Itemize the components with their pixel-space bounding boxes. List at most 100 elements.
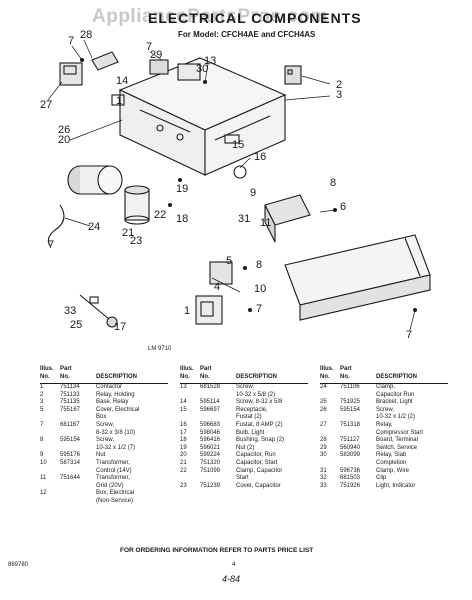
illus-number: 10	[40, 459, 47, 466]
part-number: 595114	[200, 399, 220, 406]
part-description: Receptacle,	[236, 406, 268, 413]
part-description: 10-32 x 1/2 (2)	[376, 414, 416, 421]
illus-number: 1	[40, 384, 44, 390]
part-number: 595154	[340, 406, 361, 413]
callout-label: 24	[88, 221, 100, 233]
electrical-box-cover	[284, 234, 431, 321]
part-number: 751127	[340, 437, 360, 444]
callout-label: 15	[232, 139, 244, 151]
illus-number: 7	[40, 421, 44, 428]
illus-number: 13	[180, 384, 187, 390]
illus-number: 9	[40, 452, 44, 459]
part-number: 751320	[200, 459, 221, 466]
callout-label: 7	[48, 239, 54, 251]
callout-label: 18	[176, 213, 188, 225]
part-description: Transformer,	[96, 459, 130, 466]
illus-number: 33	[320, 482, 327, 489]
illus-number: 20	[180, 452, 187, 459]
callout-label: 7	[68, 35, 74, 47]
part-number: 595154	[60, 437, 81, 444]
illus-number: 16	[180, 421, 187, 428]
parts-row: Start	[180, 475, 308, 483]
part-description: Start	[236, 475, 249, 482]
illus-number: 2	[40, 391, 44, 398]
callout-label: 7	[256, 303, 262, 315]
illus-number: 15	[180, 406, 187, 413]
indicator-light	[79, 294, 118, 328]
part-number: 751318	[340, 421, 361, 428]
parts-row: 15 596697 Receptacle,	[180, 407, 308, 415]
illus-number: 27	[320, 421, 327, 428]
part-description: Box	[96, 414, 107, 421]
callout-label: 4	[214, 281, 220, 293]
part-number: 751925	[340, 399, 361, 406]
part-description: Screw,	[236, 384, 255, 390]
callout-label: 7	[146, 41, 152, 53]
illus-number: 14	[180, 399, 187, 406]
part-number: 751099	[200, 467, 221, 474]
part-number: 751106	[340, 384, 360, 390]
part-number: 681528	[200, 384, 221, 390]
part-number: 560940	[340, 444, 361, 451]
watermark: AppliancePartsPros.com	[92, 6, 328, 27]
electrical-box	[118, 57, 287, 176]
callout-label: 27	[40, 99, 52, 111]
part-description: Screw,	[376, 406, 395, 413]
exploded-parts-diagram: 7287293013231427126201516893161918222123…	[40, 29, 431, 352]
illus-number: 25	[320, 399, 327, 406]
part-description: Clamp,	[376, 384, 396, 390]
part-number: 596697	[200, 406, 221, 413]
part-description: Clip	[376, 475, 387, 482]
parts-row: 10-32 x 5/8 (2)	[180, 392, 308, 400]
callout-label: 8	[256, 259, 262, 271]
handwritten-date: 4-84	[222, 574, 241, 584]
part-number: 751133	[60, 391, 80, 398]
holding-relay	[59, 62, 83, 86]
part-description: 10-32 x 1/2 (7)	[96, 444, 136, 451]
parts-row: (Non-Service)	[40, 498, 168, 506]
part-description: Fustat, 8 AMP (2)	[236, 421, 283, 428]
part-number: 596736	[340, 467, 361, 474]
part-description: Completion	[376, 459, 407, 466]
grid-transformer	[264, 194, 311, 243]
illus-number: 28	[320, 437, 327, 444]
parts-row: Grid (20V)	[40, 483, 168, 491]
callout-label: 20	[58, 134, 70, 146]
callout-label: 21	[122, 227, 134, 239]
part-description: Capacitor, Start	[236, 459, 278, 466]
part-description: Control (14V)	[96, 467, 132, 474]
callout-label: 1	[184, 305, 190, 317]
illus-number: 18	[180, 437, 187, 444]
control-transformer	[209, 261, 233, 285]
part-description: Clamp, Capacitor	[236, 467, 283, 474]
page-subtitle: For Model: CFCH4AE and CFCH4AS	[178, 30, 316, 39]
start-capacitor	[124, 185, 150, 225]
illus-number: 24	[320, 384, 327, 390]
part-number: 596021	[200, 444, 221, 451]
part-description: Grid (20V)	[96, 482, 124, 489]
compressor-start-relay	[111, 94, 125, 106]
parts-row: 13 681528 Screw,	[180, 384, 308, 392]
callout-label: 6	[340, 201, 346, 213]
part-description: Clamp, Wire	[376, 467, 410, 474]
part-description: Capacitor Run	[376, 391, 415, 398]
